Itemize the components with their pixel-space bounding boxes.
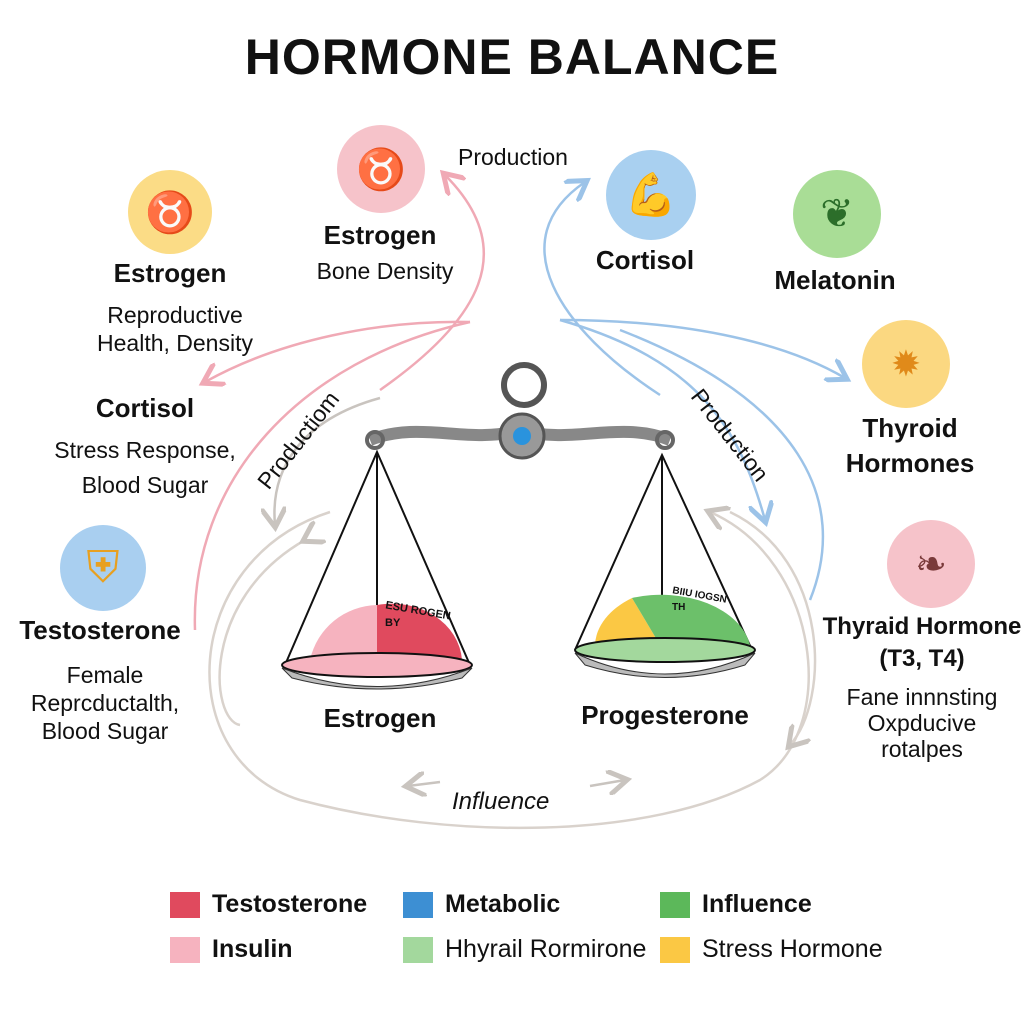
legend-item: Insulin bbox=[170, 935, 293, 964]
testosterone-name: Testosterone bbox=[19, 615, 181, 645]
thyraid-desc: rotalpes bbox=[881, 736, 963, 762]
legend-label: Testosterone bbox=[212, 890, 368, 918]
estrogen-left-desc: Reproductive bbox=[107, 302, 243, 328]
legend-item: Testosterone bbox=[170, 890, 367, 919]
arrow-pink-left bbox=[205, 320, 471, 382]
thyraid-desc: Oxpducive bbox=[867, 710, 977, 736]
legend-swatch bbox=[170, 891, 200, 918]
leaf-icon: ❦ bbox=[793, 170, 881, 258]
estrogen-top-desc: Bone Density bbox=[316, 258, 454, 284]
shield-icon: ⛨ bbox=[60, 525, 146, 611]
estrogen-top-name: Estrogen bbox=[323, 220, 437, 250]
legend-swatch bbox=[403, 936, 433, 963]
arrow-pink-top bbox=[379, 175, 485, 392]
balance-scale bbox=[281, 362, 756, 690]
legend-label: Metabolic bbox=[445, 890, 561, 918]
thyroid-gland-icon: ✹ bbox=[862, 320, 950, 408]
legend-item: Hhyrail Rormirone bbox=[403, 935, 646, 964]
thyraid-desc: Fane innnsting bbox=[846, 684, 998, 710]
legend-item: Influence bbox=[660, 890, 812, 919]
thyraid-name: (T3, T4) bbox=[879, 645, 965, 672]
cortisol-left-desc: Blood Sugar bbox=[81, 472, 209, 498]
estrogen-left-name: Estrogen bbox=[113, 258, 227, 288]
legend-label: Insulin bbox=[212, 935, 293, 963]
scale-right-label: Progesterone bbox=[581, 700, 749, 730]
uterus-icon: ♉ bbox=[128, 170, 212, 254]
legend-item: Metabolic bbox=[403, 890, 560, 919]
cortisol-left-desc: Stress Response, bbox=[54, 437, 236, 463]
flexed-arm-icon: 💪 bbox=[606, 150, 696, 240]
legend-swatch bbox=[660, 891, 690, 918]
scale-left-label: Estrogen bbox=[323, 703, 437, 733]
arrow-blue-right bbox=[559, 318, 845, 378]
page-title: HORMONE BALANCE bbox=[244, 29, 780, 85]
legend-swatch bbox=[660, 936, 690, 963]
testosterone-desc: Reprcductalth, bbox=[30, 690, 180, 716]
arrow-label-influence: Influence bbox=[452, 788, 550, 815]
testosterone-desc: Female bbox=[66, 662, 144, 688]
cortisol-top-name: Cortisol bbox=[595, 245, 695, 275]
testosterone-desc: Blood Sugar bbox=[41, 718, 169, 744]
thyroid-name: Thyroid bbox=[862, 413, 958, 443]
legend-label: Influence bbox=[702, 890, 812, 918]
influence-loop bbox=[208, 512, 810, 830]
uterus-icon: ♉ bbox=[337, 125, 425, 213]
arrow-blue-down bbox=[559, 318, 765, 520]
legend-swatch bbox=[170, 936, 200, 963]
melatonin-name: Melatonin bbox=[774, 265, 896, 295]
arrow-pink-down bbox=[193, 320, 471, 631]
legend-item: Stress Hormone bbox=[660, 935, 883, 964]
arrow-gray-left bbox=[274, 396, 381, 525]
leaf-outline-icon: ❧ bbox=[887, 520, 975, 608]
legend-label: Stress Hormone bbox=[702, 935, 883, 963]
thyraid-name: Thyraid Hormone bbox=[822, 613, 1022, 640]
right-pan-label: TH bbox=[672, 602, 686, 613]
arrow-label-production-top: Production bbox=[458, 144, 568, 170]
arrow-blue-top bbox=[543, 182, 661, 397]
legend-label: Hhyrail Rormirone bbox=[445, 935, 647, 963]
thyroid-name: Hormones bbox=[845, 448, 975, 478]
legend-swatch bbox=[403, 891, 433, 918]
cortisol-left-name: Cortisol bbox=[95, 393, 195, 423]
estrogen-left-desc: Health, Density bbox=[97, 330, 253, 356]
left-pan-label: BY bbox=[385, 617, 401, 629]
